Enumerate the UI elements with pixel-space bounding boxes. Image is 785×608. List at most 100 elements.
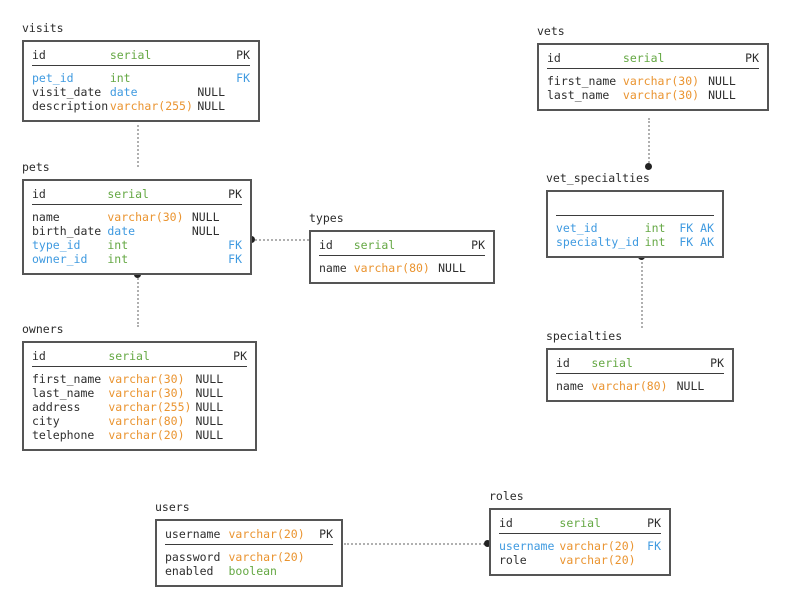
column-key-badge [647, 553, 661, 567]
column-row: name varchar(80) NULL [556, 374, 724, 393]
column-nullability [438, 238, 471, 255]
column-type: varchar(30) [622, 88, 700, 102]
column-type: serial [591, 356, 633, 370]
relationship-users-roles [344, 543, 489, 545]
column-name: specialty_id [556, 235, 640, 249]
column-key-badge [233, 400, 247, 414]
column-key-badge [471, 256, 485, 275]
pk-separator [32, 65, 250, 66]
column-key-badge: PK [228, 187, 242, 201]
column-nullability [640, 534, 647, 553]
column-name: pet_id [32, 71, 74, 85]
column-name: address [32, 400, 81, 414]
column-nullability [672, 235, 679, 249]
column-key-badge [236, 99, 250, 113]
column-key-badge [228, 205, 242, 224]
entity-title-users: users [155, 500, 190, 514]
column-type: serial [559, 516, 601, 530]
column-key-badge [233, 386, 247, 400]
column-nullability [312, 527, 319, 544]
pk-separator-line [32, 65, 250, 66]
column-type: varchar(20) [559, 553, 636, 567]
column-nullability [640, 553, 647, 567]
column-name: type_id [32, 238, 81, 252]
column-name: password [165, 550, 221, 564]
pk-separator-line [319, 255, 485, 256]
column-type: int [109, 71, 131, 85]
column-nullability [192, 187, 228, 204]
pk-separator-line [556, 215, 714, 216]
column-name: id [499, 516, 513, 530]
column-name: enabled [165, 564, 214, 578]
column-nullability [312, 545, 319, 564]
entity-users[interactable]: users username varchar(20) PK password varc… [155, 500, 343, 587]
column-key-badge: PK [647, 516, 661, 530]
entity-title-specialties: specialties [546, 329, 623, 343]
column-row: password varchar(20) [165, 545, 333, 564]
column-row-primary: id serial PK [499, 516, 661, 533]
column-nullability [640, 516, 647, 533]
entity-title-vets: vets [537, 24, 565, 38]
column-key-badge [745, 88, 759, 102]
column-name: username [165, 527, 221, 541]
column-key-badge [228, 224, 242, 238]
column-name: first_name [32, 372, 102, 386]
pk-separator [556, 373, 724, 374]
column-nullability: NULL [191, 210, 220, 224]
column-key-badge: PK [319, 527, 333, 541]
pk-separator [32, 204, 242, 205]
pk-separator [547, 68, 759, 69]
column-type: varchar(30) [107, 210, 184, 224]
column-name: name [556, 379, 584, 393]
column-type: varchar(20) [228, 550, 305, 564]
column-key-badge [233, 414, 247, 428]
column-type: serial [353, 238, 396, 252]
column-type: varchar(30) [108, 386, 185, 400]
column-nullability: NULL [195, 400, 224, 414]
column-nullability: NULL [676, 379, 705, 393]
pk-separator-line [165, 544, 333, 545]
column-key-badge [233, 367, 247, 386]
column-key-badge: FK AK [679, 235, 714, 249]
column-key-badge: PK [745, 51, 759, 65]
relationship-visits-pets [137, 120, 139, 167]
entity-title-visits: visits [22, 21, 64, 35]
column-type: varchar(80) [591, 379, 668, 393]
column-nullability: NULL [708, 88, 736, 102]
column-type: varchar(20) [559, 539, 636, 553]
entity-box-users[interactable]: username varchar(20) PK password varchar(20… [155, 519, 343, 587]
column-key-badge: FK AK [679, 221, 714, 235]
